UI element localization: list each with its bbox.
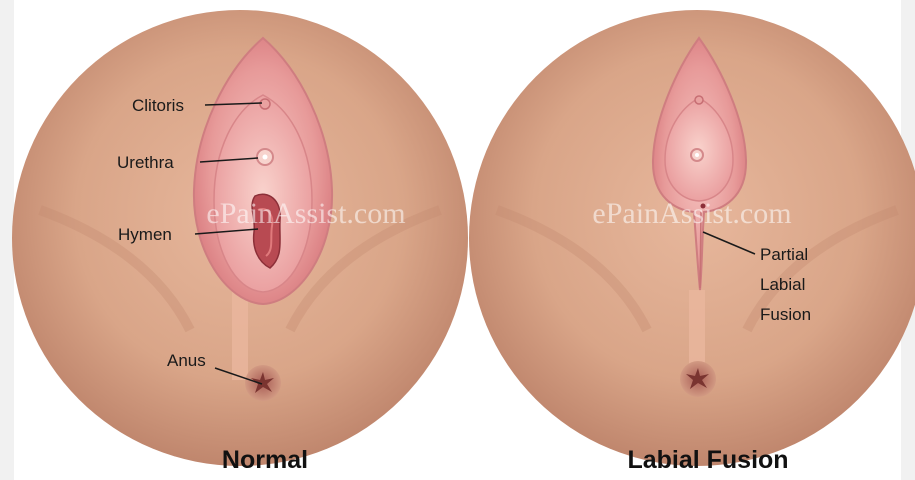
- normal-clitoris-mark: [260, 99, 270, 109]
- caption-labial-fusion: Labial Fusion: [627, 446, 788, 474]
- label-clitoris: Clitoris: [132, 96, 184, 115]
- watermark-left: ePainAssist.com: [206, 197, 405, 230]
- label-partial: Partial: [760, 245, 808, 264]
- caption-normal: Normal: [222, 446, 308, 474]
- fusion-clitoris-mark: [695, 96, 703, 104]
- label-labial: Labial: [760, 275, 805, 294]
- label-anus: Anus: [167, 351, 206, 370]
- label-fusion: Fusion: [760, 305, 811, 324]
- fusion-panel: Partial Labial Fusion ePainAssist.com La…: [469, 10, 915, 474]
- label-urethra: Urethra: [117, 153, 174, 172]
- watermark-right: ePainAssist.com: [592, 197, 791, 230]
- label-hymen: Hymen: [118, 225, 172, 244]
- normal-panel: Clitoris Urethra Hymen Anus ePainAssist.…: [12, 10, 468, 474]
